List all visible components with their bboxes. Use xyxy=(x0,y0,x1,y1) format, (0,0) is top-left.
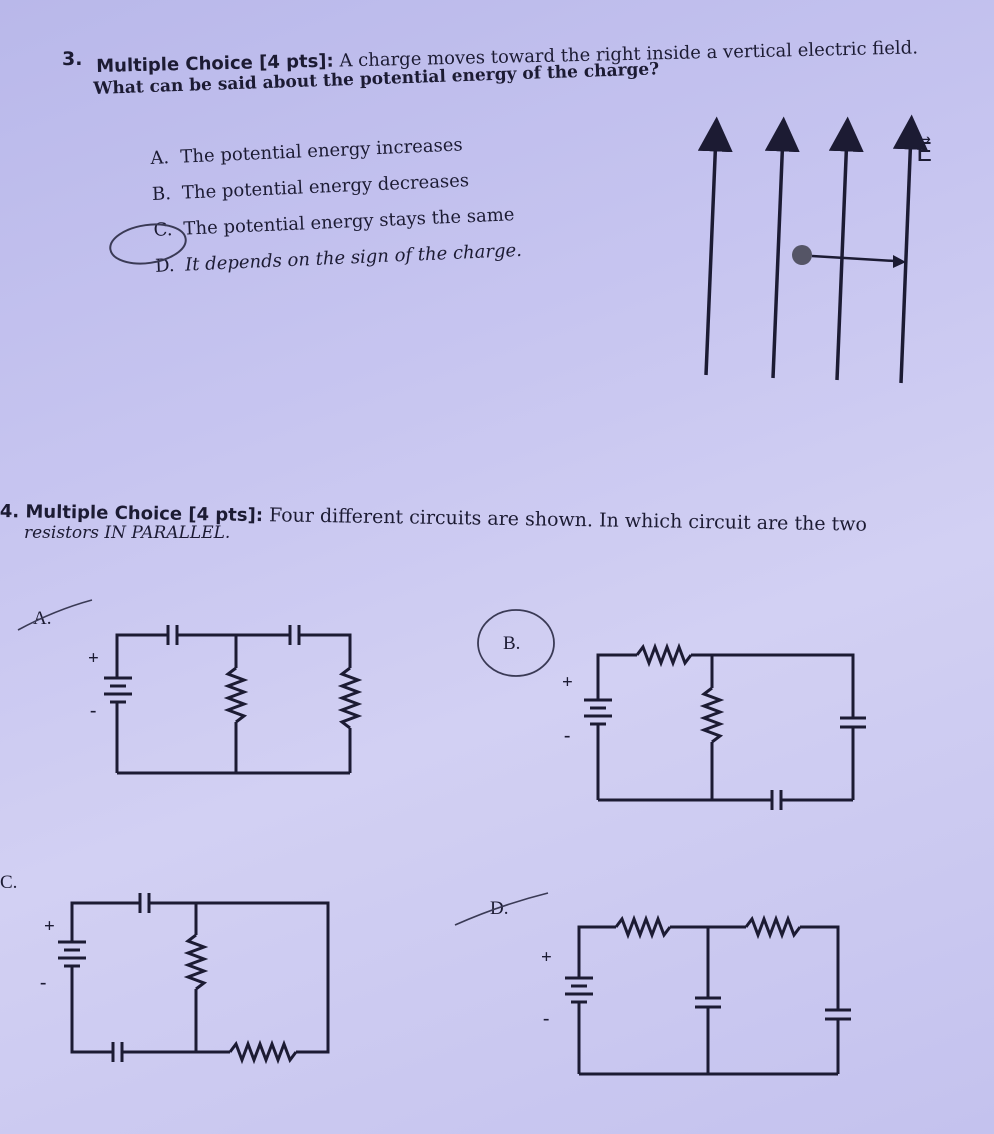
field-line-4 xyxy=(892,114,928,384)
circuit-d-plus: + xyxy=(541,947,552,968)
field-line-2 xyxy=(764,116,800,379)
circuit-a-minus: - xyxy=(90,700,97,721)
circuit-b xyxy=(477,609,866,810)
velocity-arrowhead xyxy=(893,255,906,268)
circuit-a-plus: + xyxy=(88,648,99,669)
circuit-a-strike xyxy=(17,599,93,631)
circuit-d xyxy=(454,892,851,1076)
circuit-d-strike xyxy=(454,892,549,926)
field-line-1 xyxy=(697,116,733,376)
circuit-c-plus: + xyxy=(44,916,55,937)
circuit-d-label[interactable]: D. xyxy=(490,898,509,919)
circuit-b-plus: + xyxy=(562,672,573,693)
circuit-c-minus: - xyxy=(40,972,47,993)
circuit-b-circle xyxy=(477,609,555,677)
charge-dot xyxy=(792,245,812,265)
circuit-b-minus: - xyxy=(564,725,571,746)
circuit-a xyxy=(17,599,363,775)
q3-number: 3. xyxy=(62,48,83,70)
q3-answer-circle xyxy=(109,223,187,265)
circuit-b-label[interactable]: B. xyxy=(503,633,521,654)
q4-question-line: resistors IN PARALLEL. xyxy=(24,523,231,543)
velocity-arrow xyxy=(811,254,896,263)
circuit-c-label[interactable]: C. xyxy=(0,872,18,893)
circuit-c xyxy=(58,893,330,1065)
circuit-d-minus: - xyxy=(543,1008,550,1029)
